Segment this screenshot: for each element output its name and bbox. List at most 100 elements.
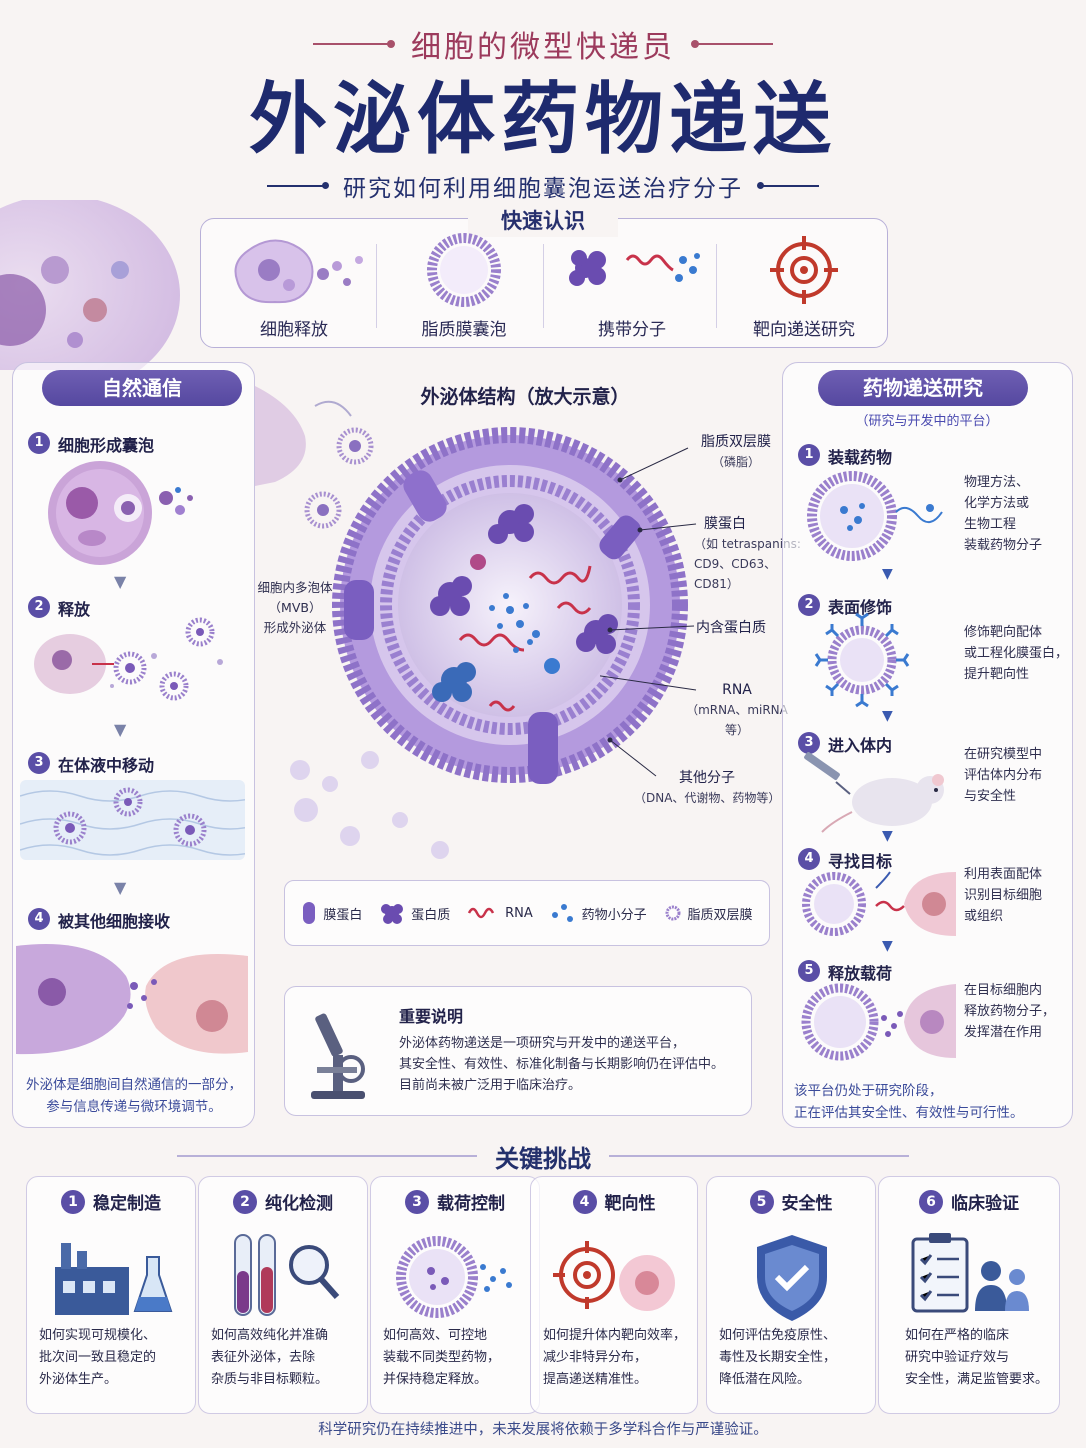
desc-line: 提升靶向性: [964, 667, 1030, 682]
mvb-caption: 细胞内多泡体 （MVB） 形成外泌体: [252, 578, 338, 638]
desc-line: 装载药物分子: [964, 538, 1043, 553]
label-subtext: CD9、CD63、CD81）: [694, 557, 777, 591]
challenge-card: 6 临床验证 如何在严格的临床 研究中验证疗效与 安全性，满足监管要求。: [878, 1176, 1060, 1414]
step-number: 6: [919, 1189, 943, 1214]
label-subtext: （mRNA、miRNA 等）: [686, 703, 788, 737]
challenge-desc: 如何实现可规模化、 批次间一致且稳定的 外泌体生产。: [39, 1325, 187, 1391]
label-lipid-bilayer: 脂质双层膜 （磷脂）: [690, 432, 782, 472]
step-number: 1: [61, 1189, 85, 1214]
surface-modification-illustration: [814, 612, 910, 708]
natural-step-label: 被其他细胞接收: [58, 912, 171, 931]
mvb-line: （MVB）: [268, 600, 322, 615]
rna-icon: [468, 907, 495, 919]
research-subtitle: （研究与开发中的平台）: [855, 414, 999, 429]
label-text: 脂质双层膜: [701, 434, 771, 450]
divider: [716, 244, 717, 328]
legend-item: 药物小分子: [550, 901, 647, 925]
step-number: 3: [28, 752, 50, 774]
label-protein: 内含蛋白质: [696, 618, 766, 638]
payload-release-illustration: [801, 983, 956, 1061]
floating-vesicles-decoration: [290, 751, 449, 859]
desc-line: 修饰靶向配体: [964, 625, 1043, 640]
shield-check-icon: [757, 1235, 827, 1321]
research-step-label: 寻找目标: [828, 852, 893, 871]
desc-line: 如何高效、可控地: [383, 1328, 488, 1343]
desc-line: 评估体内分布: [964, 768, 1043, 783]
in-vivo-mouse-illustration: [804, 752, 944, 833]
research-step-label: 表面修饰: [828, 598, 893, 617]
natural-step-label: 在体液中移动: [58, 756, 155, 775]
microscope-icon: [311, 1013, 365, 1099]
research-step-label: 释放载荷: [828, 964, 893, 983]
quick-item-label: 携带分子: [598, 320, 666, 340]
desc-line: 降低潜在风险。: [719, 1372, 811, 1387]
desc-line: 识别目标细胞: [964, 888, 1043, 903]
label-subtext: （DNA、代谢物、药物等）: [634, 791, 781, 805]
desc-line: 如何在严格的临床: [905, 1328, 1010, 1343]
cargo-vesicle-icon: [396, 1236, 512, 1318]
research-step-label: 进入体内: [828, 736, 893, 755]
note-line: 该平台仍处于研究阶段，: [794, 1083, 943, 1099]
natural-note: 外泌体是细胞间自然通信的一部分， 参与信息传递与微环境调节。: [18, 1074, 250, 1118]
desc-line: 批次间一致且稳定的: [39, 1350, 157, 1365]
desc-line: 或组织: [964, 909, 1004, 924]
desc-line: 或工程化膜蛋白，: [964, 646, 1069, 661]
label-other-molecules: 其他分子 （DNA、代谢物、药物等）: [634, 768, 780, 808]
challenge-title: 稳定制造: [93, 1194, 161, 1214]
desc-line: 与安全性: [964, 789, 1017, 804]
body-fluid-transport-illustration: [20, 780, 245, 860]
quick-item-label: 靶向递送研究: [753, 320, 855, 340]
label-subtext: （磷脂）: [711, 455, 760, 469]
step-number: 1: [28, 432, 50, 454]
challenge-desc: 如何高效、可控地 装载不同类型药物， 并保持稳定释放。: [383, 1325, 531, 1391]
natural-step-label: 细胞形成囊泡: [58, 436, 155, 455]
step-number: 2: [28, 596, 50, 618]
note-line: 外泌体是细胞间自然通信的一部分，: [26, 1077, 242, 1093]
step-number: 3: [798, 732, 820, 754]
footer-note: 科学研究仍在持续推进中，未来发展将依赖于多学科合作与严谨验证。: [318, 1422, 768, 1438]
desc-line: 外泌体生产。: [39, 1372, 118, 1387]
label-subtext: （如 tetraspanins:: [694, 537, 801, 551]
desc-line: 杂质与非目标颗粒。: [211, 1372, 329, 1387]
kicker-text: 细胞的微型快递员: [411, 30, 675, 65]
natural-step-label: 释放: [58, 600, 91, 619]
challenge-title: 临床验证: [951, 1194, 1019, 1214]
target-finding-illustration: [802, 871, 956, 936]
protein-icon: [381, 904, 404, 924]
small-molecule-icon: [551, 904, 573, 922]
factory-icon: [55, 1243, 173, 1315]
desc-line: 提高递送精准性。: [543, 1372, 648, 1387]
quick-item-cell-release: 细胞释放: [208, 230, 380, 342]
desc-line: 物理方法、: [964, 475, 1030, 490]
step-number: 1: [798, 444, 820, 466]
target-cell-icon: [553, 1241, 675, 1311]
challenge-desc: 如何在严格的临床 研究中验证疗效与 安全性，满足监管要求。: [905, 1325, 1055, 1391]
desc-line: 装载不同类型药物，: [383, 1350, 501, 1365]
legend-item: RNA: [467, 903, 533, 923]
desc-line: 化学方法或: [964, 496, 1030, 511]
quick-item-cargo: 携带分子: [546, 230, 718, 342]
quick-item-lipid-vesicle: 脂质膜囊泡: [378, 230, 550, 342]
natural-communication-title: 自然通信: [42, 370, 242, 406]
challenge-card: 1 稳定制造 如何实现可规模化、 批次间一致且稳定的 外泌体生产。: [26, 1176, 196, 1414]
research-step-desc: 物理方法、 化学方法或 生物工程 装载药物分子: [964, 472, 1068, 556]
membrane-protein-icon: [303, 902, 316, 924]
structure-title: 外泌体结构（放大示意）: [420, 386, 630, 408]
quick-item-targeting: 靶向递送研究: [718, 230, 890, 342]
research-title: 药物递送研究: [818, 370, 1028, 406]
divider: [543, 244, 544, 328]
challenge-desc: 如何提升体内靶向效率， 减少非特异分布， 提高递送精准性。: [543, 1325, 693, 1391]
mvb-line: 形成外泌体: [263, 620, 327, 635]
label-membrane-protein: 膜蛋白 （如 tetraspanins: CD9、CD63、CD81）: [694, 514, 806, 594]
challenge-title: 靶向性: [604, 1194, 656, 1214]
test-tube-magnifier-icon: [234, 1234, 340, 1316]
desc-line: 毒性及长期安全性，: [719, 1350, 837, 1365]
label-text: 内含蛋白质: [696, 620, 766, 636]
clipboard-people-icon: [911, 1233, 1029, 1313]
desc-line: 释放药物分子，: [964, 1004, 1056, 1019]
structure-legend: 膜蛋白 蛋白质 RNA 药物小分子 脂质双层膜: [284, 880, 770, 946]
challenge-desc: 如何评估免疫原性、 毒性及长期安全性， 降低潜在风险。: [719, 1325, 867, 1391]
legend-item: 脂质双层膜: [664, 904, 753, 923]
